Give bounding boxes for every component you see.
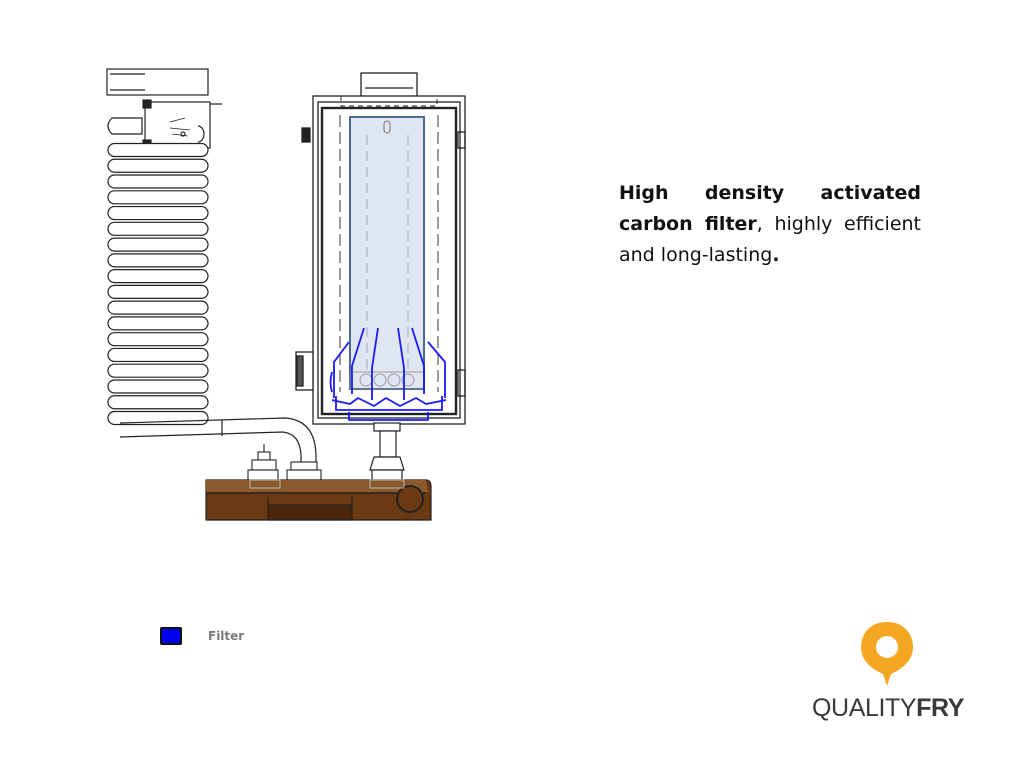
hose-coil-loop xyxy=(107,269,209,284)
filter-highlight-lines xyxy=(329,327,447,421)
drop-icon xyxy=(861,622,913,686)
hose-coil-loop xyxy=(107,332,209,347)
coiled-hose xyxy=(107,142,209,426)
hose-coil-loop xyxy=(107,347,209,363)
hose-coil-loop xyxy=(107,158,209,173)
hose-connector-block xyxy=(107,99,222,149)
hose-coil-loop xyxy=(107,395,209,410)
hose-coil-loop xyxy=(107,363,209,378)
left-fittings xyxy=(247,444,322,481)
hose-coil-loop xyxy=(107,253,209,268)
legend-label-filter: Filter xyxy=(208,629,245,643)
legend-swatch-filter xyxy=(160,627,182,645)
hose-coil-loop xyxy=(107,142,209,158)
hose-pipe xyxy=(119,417,317,462)
center-pipe xyxy=(369,422,405,481)
hose-coil-loop xyxy=(107,316,209,331)
description-text: High density activated carbon filter, hi… xyxy=(619,178,921,271)
description-middle: , highly efficient and long-lasting xyxy=(619,213,921,266)
logo-word-quality: QUALITY xyxy=(812,694,917,722)
top-handle-bracket xyxy=(106,68,209,96)
hose-coil-loop xyxy=(107,300,209,315)
hose-coil-loop xyxy=(107,205,209,221)
hose-coil-loop xyxy=(107,237,209,252)
hose-coil-loop xyxy=(107,174,209,189)
description-bold-lead: High density activated carbon filter xyxy=(619,182,921,235)
logo-word-fry: FRY xyxy=(916,694,965,722)
hose-coil-loop xyxy=(107,284,209,299)
oil-tray xyxy=(205,479,432,521)
hose-coil-loop xyxy=(107,221,209,236)
description-end-punct: . xyxy=(772,244,780,266)
qualityfry-logo: QUALITYFRY xyxy=(812,616,964,723)
hose-coil-loop xyxy=(107,190,209,205)
filter-cartridge xyxy=(349,116,425,390)
hose-coil-loop xyxy=(107,379,209,394)
logo-wordmark: QUALITYFRY xyxy=(812,694,964,723)
